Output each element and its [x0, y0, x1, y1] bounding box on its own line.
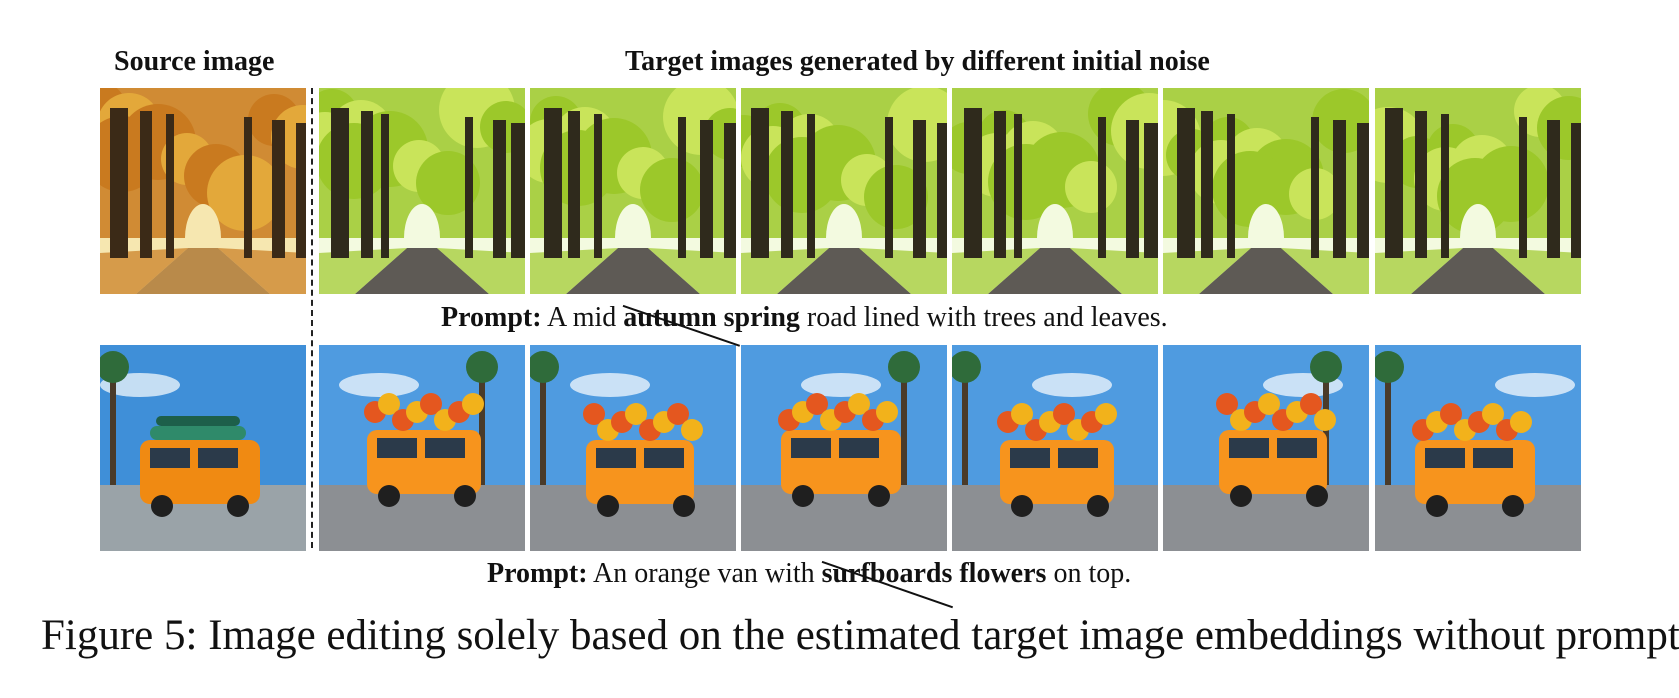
target-image-tree-road [1375, 88, 1581, 294]
prompt-label: Prompt: [487, 558, 588, 589]
target-images-header: Target images generated by different ini… [625, 46, 1210, 77]
prompt-replacement-word: spring [723, 302, 800, 333]
target-image-tree-road [741, 88, 947, 294]
target-image-tree-road [319, 88, 525, 294]
prompt-label: Prompt: [441, 302, 542, 333]
struck-word-text: autumn [623, 302, 717, 333]
strike-line [822, 560, 953, 596]
prompt-text-before: A mid [547, 302, 617, 333]
source-image-header: Source image [114, 46, 275, 77]
prompt-text-after: road lined with trees and leaves. [806, 302, 1168, 333]
target-image-van [952, 345, 1158, 551]
prompt-replacement-word: flowers [959, 558, 1047, 589]
target-image-van [1163, 345, 1369, 551]
source-image-van [100, 345, 306, 551]
target-image-van [319, 345, 525, 551]
figure-caption: Figure 5: Image editing solely based on … [41, 612, 1679, 659]
target-image-tree-road [530, 88, 736, 294]
prompt-struck-word: surfboards [822, 560, 953, 588]
prompt-van: Prompt: An orange van with surfboards fl… [487, 560, 1131, 588]
target-image-tree-road [1163, 88, 1369, 294]
prompt-tree-road: Prompt: A mid autumn spring road lined w… [441, 304, 1168, 332]
prompt-struck-word: autumn [623, 304, 716, 332]
target-image-van [1375, 345, 1581, 551]
prompt-text-before: An orange van with [593, 558, 815, 589]
strike-line [623, 304, 716, 340]
dashed-divider [311, 88, 313, 548]
prompt-text-after: on top. [1053, 558, 1132, 589]
struck-word-text: surfboards [821, 558, 953, 589]
target-image-van [741, 345, 947, 551]
target-image-van [530, 345, 736, 551]
source-image-tree-road [100, 88, 306, 294]
target-image-tree-road [952, 88, 1158, 294]
